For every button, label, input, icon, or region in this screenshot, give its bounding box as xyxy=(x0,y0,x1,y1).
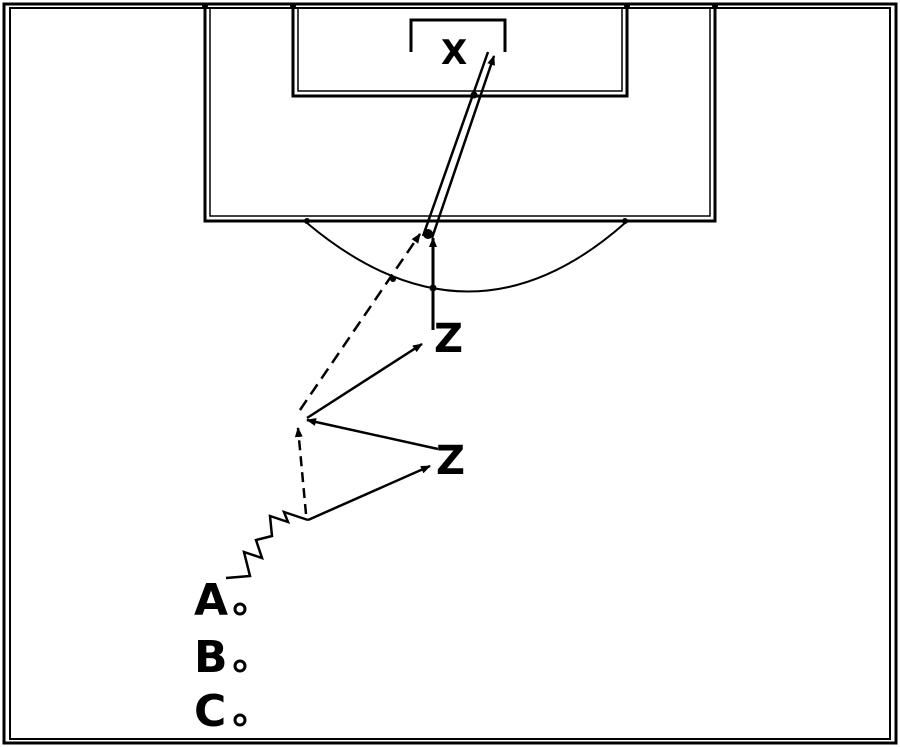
run-dashed-2 xyxy=(298,233,422,411)
goal-area-inner xyxy=(297,8,623,92)
penalty-area xyxy=(203,8,717,223)
dribble-path xyxy=(225,509,309,580)
defender-top-label: Z xyxy=(434,316,463,362)
player-c-label: C xyxy=(194,686,226,737)
player-b-label: B xyxy=(194,632,228,683)
player-a-label: A xyxy=(194,575,228,626)
goalkeeper-label: X xyxy=(441,33,467,73)
field-border-inner xyxy=(9,7,891,740)
line-markers xyxy=(202,3,718,292)
shot-origin xyxy=(423,229,433,239)
goal-area xyxy=(291,8,629,98)
shot-line-2 xyxy=(430,55,496,239)
penalty-arc xyxy=(306,222,626,293)
player-c-dot xyxy=(233,713,247,727)
pass-return-lower xyxy=(306,418,439,451)
pass-to-z-lower xyxy=(307,464,431,522)
run-dashed-1 xyxy=(294,427,308,515)
shot-line-1 xyxy=(421,51,490,237)
goal-frame xyxy=(409,18,507,52)
player-a-dot xyxy=(233,602,247,616)
penalty-area-inner xyxy=(209,8,711,217)
defender-mid-label: Z xyxy=(436,438,465,484)
player-b-dot xyxy=(233,659,247,673)
pass-to-z-upper xyxy=(306,342,423,420)
